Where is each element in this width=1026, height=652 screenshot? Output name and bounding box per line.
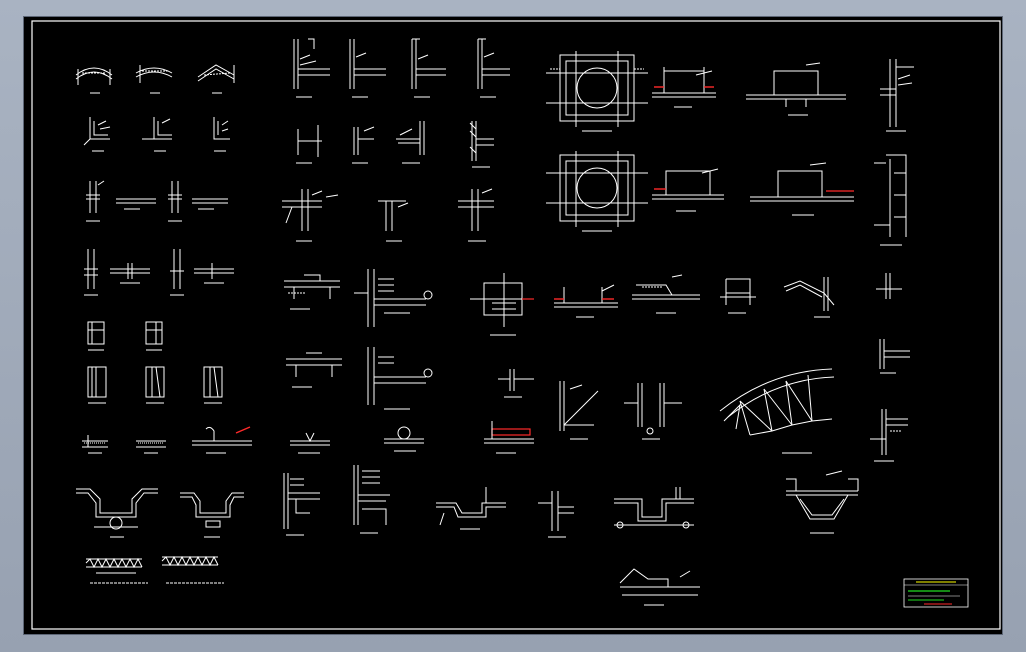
detail-group-tank-sections <box>652 62 854 216</box>
detail-group-lower-walls-2 <box>283 465 574 538</box>
detail-group-vertical-posts <box>84 249 234 296</box>
detail-group-column-joints <box>86 180 228 222</box>
detail-group-right-lower <box>870 409 908 462</box>
detail-group-right-stack <box>874 59 914 246</box>
detail-group-wall-junctions-1 <box>83 117 230 152</box>
cad-sheet <box>31 20 1001 630</box>
detail-group-floor-joints <box>82 426 252 454</box>
detail-group-small-walls <box>87 321 223 404</box>
detail-group-arched-truss <box>719 368 835 454</box>
detail-group-gutters <box>76 488 244 538</box>
drawing-border-icon <box>31 20 1001 630</box>
detail-group-eaves <box>282 188 494 242</box>
detail-group-bottom-middle <box>614 470 859 606</box>
detail-group-wall-hangers <box>296 121 494 168</box>
detail-group-parapets <box>293 38 510 98</box>
detail-group-base-details <box>290 421 534 454</box>
detail-group-steel-columns <box>284 269 433 410</box>
detail-group-mid-right <box>470 273 910 374</box>
cad-drawing-viewport[interactable] <box>24 17 1002 634</box>
detail-group-insulation-strips <box>85 555 224 584</box>
detail-group-brackets <box>498 369 682 440</box>
detail-group-circle-plans <box>546 51 648 232</box>
detail-group-roof-slopes <box>75 64 235 94</box>
title-block-icon <box>903 578 969 608</box>
circle-section-icon <box>576 167 618 209</box>
circle-section-icon <box>576 67 618 109</box>
